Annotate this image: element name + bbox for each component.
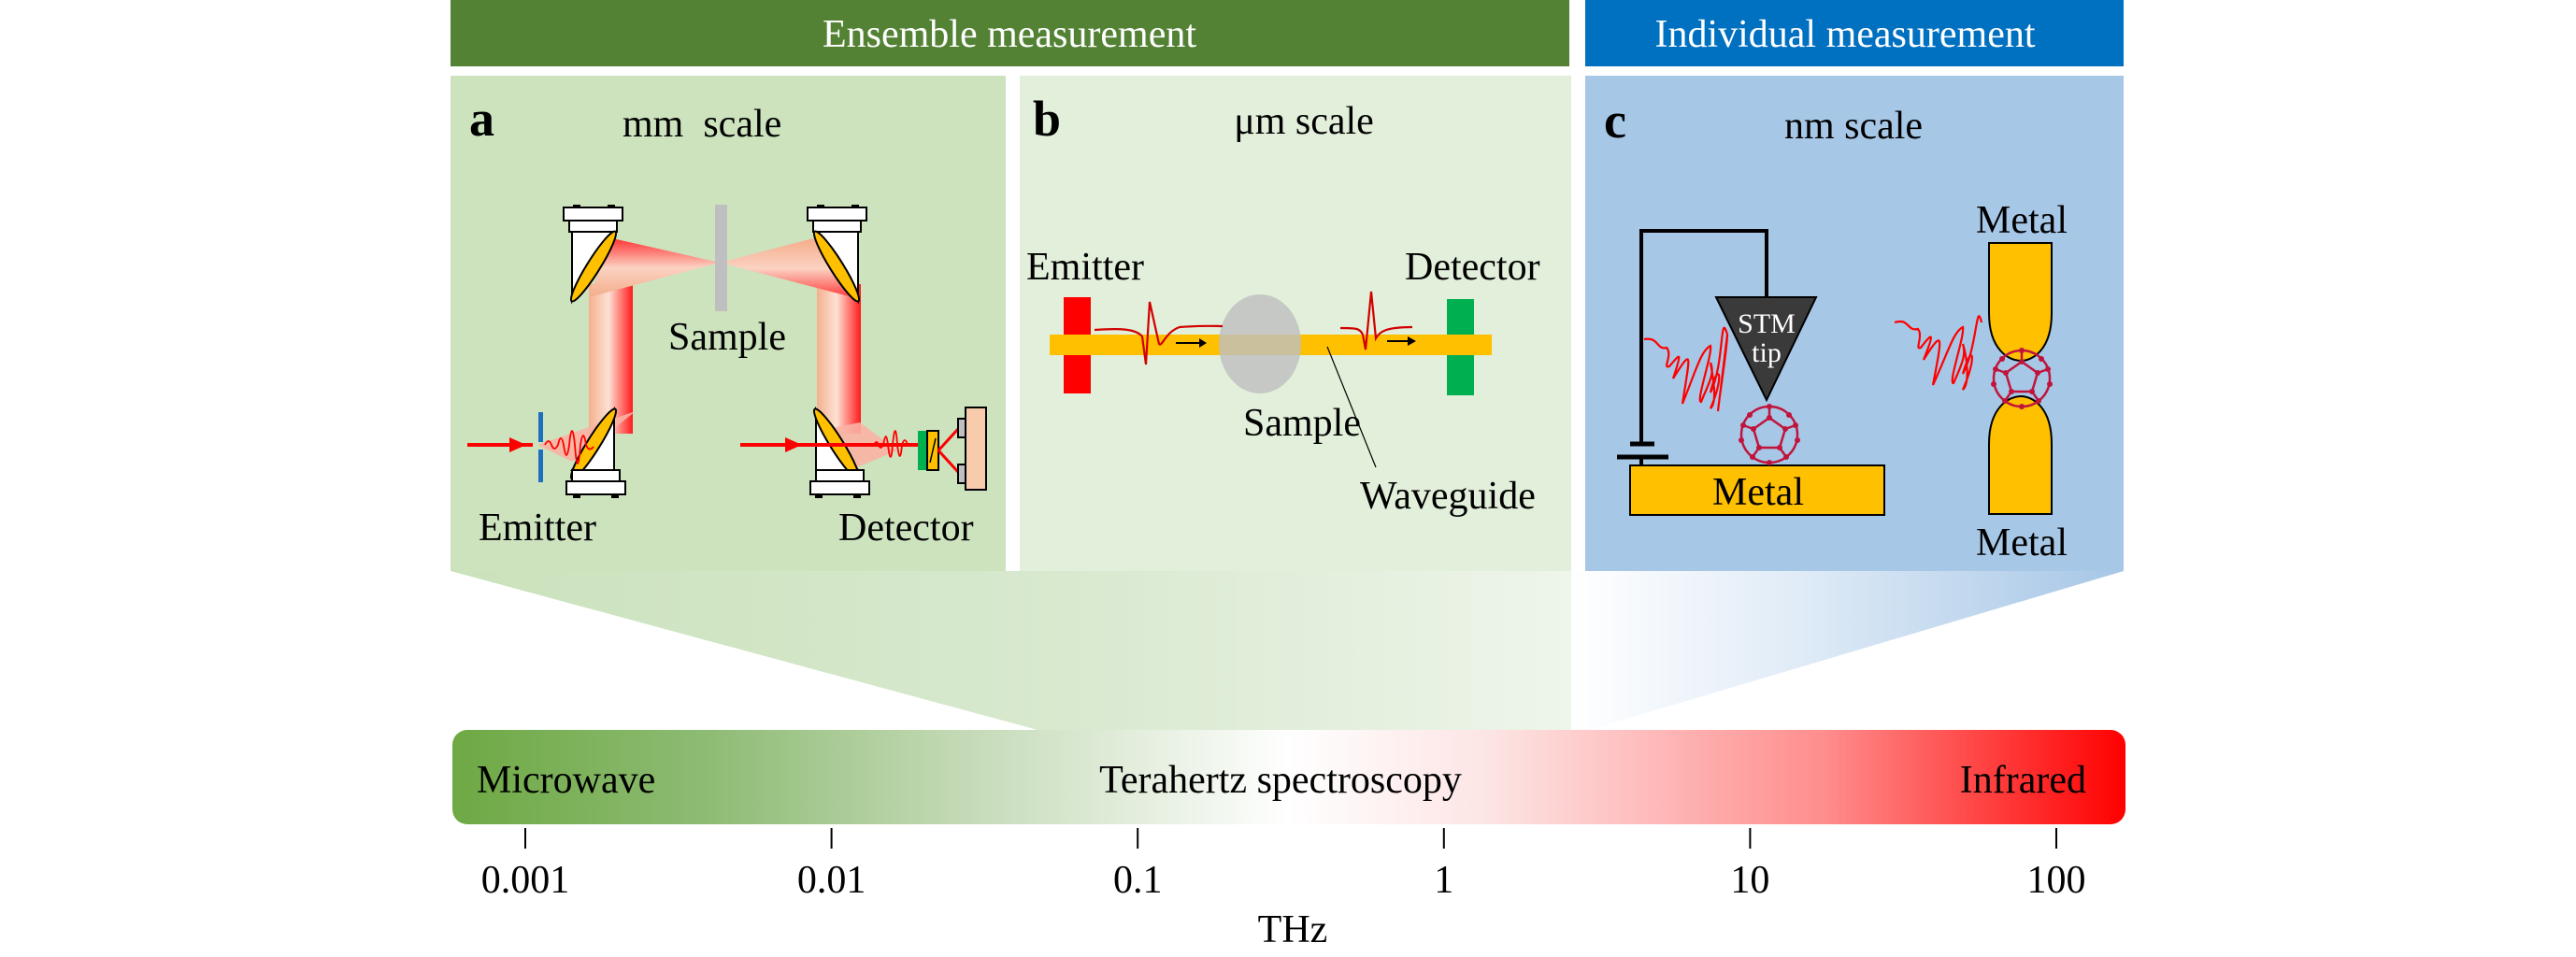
metal-electrode-bottom xyxy=(1988,394,2053,515)
emitter-antenna-bottom xyxy=(538,450,543,482)
header-ensemble-bar xyxy=(451,0,1569,66)
axis-tick-label-3: 1 xyxy=(1434,859,1453,902)
panel-a-scale: mm scale xyxy=(623,103,781,146)
stm-tip-label-line2: tip xyxy=(1752,337,1782,368)
spectrum-label-terahertz: Terahertz spectroscopy xyxy=(1099,759,1462,802)
stm-tip-label-line1: STM xyxy=(1738,308,1796,339)
photodiode-bottom xyxy=(957,464,966,484)
panel-b-sample-label: Sample xyxy=(1243,402,1361,445)
panel-b-letter: b xyxy=(1033,91,1061,147)
pump-arrow-left-icon xyxy=(509,437,526,452)
mirror-mount-bottom-left xyxy=(565,406,626,498)
panel-c-scale: nm scale xyxy=(1784,105,1923,148)
detector-crystal xyxy=(918,431,926,470)
panel-c-letter: c xyxy=(1604,93,1626,149)
axis-tick-label-4: 10 xyxy=(1730,859,1769,902)
split-beam-down xyxy=(937,449,960,474)
photodiode-top xyxy=(957,418,966,438)
mirror-mount-top-right xyxy=(807,205,867,305)
panel-b-scale: μm scale xyxy=(1234,100,1374,143)
thz-wave-junction xyxy=(1894,315,1983,391)
panel-a-emitter-label: Emitter xyxy=(479,507,596,550)
panel-a-background xyxy=(451,76,1006,571)
panel-a-detector-label: Detector xyxy=(838,507,974,550)
panel-a: a mm scale Sample xyxy=(451,76,1006,571)
propagation-arrowhead-2 xyxy=(1408,336,1416,346)
header-individual-label: Individual measurement xyxy=(1654,13,2035,56)
panel-c-metal-bottom-label: Metal xyxy=(1976,521,2068,564)
thz-wave-stm xyxy=(1643,326,1729,412)
stm-tip xyxy=(1714,296,1818,403)
panel-b-detector-label: Detector xyxy=(1405,246,1540,289)
pulse-transmitted xyxy=(1339,291,1413,350)
axis-tick-label-0: 0.001 xyxy=(481,859,570,902)
balanced-detector xyxy=(965,407,987,491)
sample-plate xyxy=(715,205,727,311)
ensemble-funnel xyxy=(451,571,1571,730)
probe-arrow-right-icon xyxy=(785,437,802,452)
beam-right-vertical xyxy=(817,284,861,434)
individual-funnel xyxy=(1571,571,2124,730)
propagation-arrowhead-1 xyxy=(1199,338,1207,348)
header-ensemble-label: Ensemble measurement xyxy=(823,13,1196,56)
panel-b-emitter-label: Emitter xyxy=(1026,246,1144,289)
mirror-mount-top-left xyxy=(563,205,623,305)
circuit-wire xyxy=(1639,229,1768,445)
panel-a-letter: a xyxy=(469,91,494,147)
metal-substrate xyxy=(1629,464,1885,516)
spectrum-label-infrared: Infrared xyxy=(1960,759,2086,802)
panel-b-waveguide-label: Waveguide xyxy=(1360,475,1536,518)
axis-tick-label-2: 0.1 xyxy=(1113,859,1163,902)
split-beam-up xyxy=(937,427,960,452)
sample-disk xyxy=(1219,294,1301,393)
header-individual: Individual measurement xyxy=(1585,0,2124,66)
metal-electrode-top xyxy=(1988,242,2053,363)
beam-cone-left-top xyxy=(589,238,720,297)
spectrum-label-microwave: Microwave xyxy=(477,759,655,802)
axis-tick-label-5: 100 xyxy=(2027,859,2086,902)
header-individual-bar xyxy=(1585,0,2124,66)
panel-a-sample-label: Sample xyxy=(668,316,786,359)
waveplate-axis xyxy=(929,437,937,464)
panel-c: c nm scale Metal STM tip Metal Metal xyxy=(1585,76,2124,571)
thz-pulse-detected xyxy=(873,430,909,458)
pulse-incident xyxy=(1094,301,1224,365)
waveguide-pointer-line xyxy=(1326,346,1377,468)
frequency-axis: 0.001 0.01 0.1 1 10 100 xyxy=(481,828,2086,902)
axis-unit-label: THz xyxy=(1258,908,1328,951)
spectrum-bar: Microwave Terahertz spectroscopy Infrare… xyxy=(452,730,2125,824)
spectrum-gradient xyxy=(452,730,2125,824)
header-ensemble: Ensemble measurement xyxy=(451,0,1569,66)
panel-b: b μm scale Emitter Detector Sample Waveg… xyxy=(1020,76,1571,571)
beam-left-vertical xyxy=(589,284,633,434)
axis-tick-label-1: 0.01 xyxy=(797,859,866,902)
panel-c-metal-top-label: Metal xyxy=(1976,199,2068,242)
emitter-antenna-top xyxy=(538,412,543,442)
thz-pulse-emitted xyxy=(544,430,594,464)
panel-c-metal-substrate-label: Metal xyxy=(1712,471,1804,514)
